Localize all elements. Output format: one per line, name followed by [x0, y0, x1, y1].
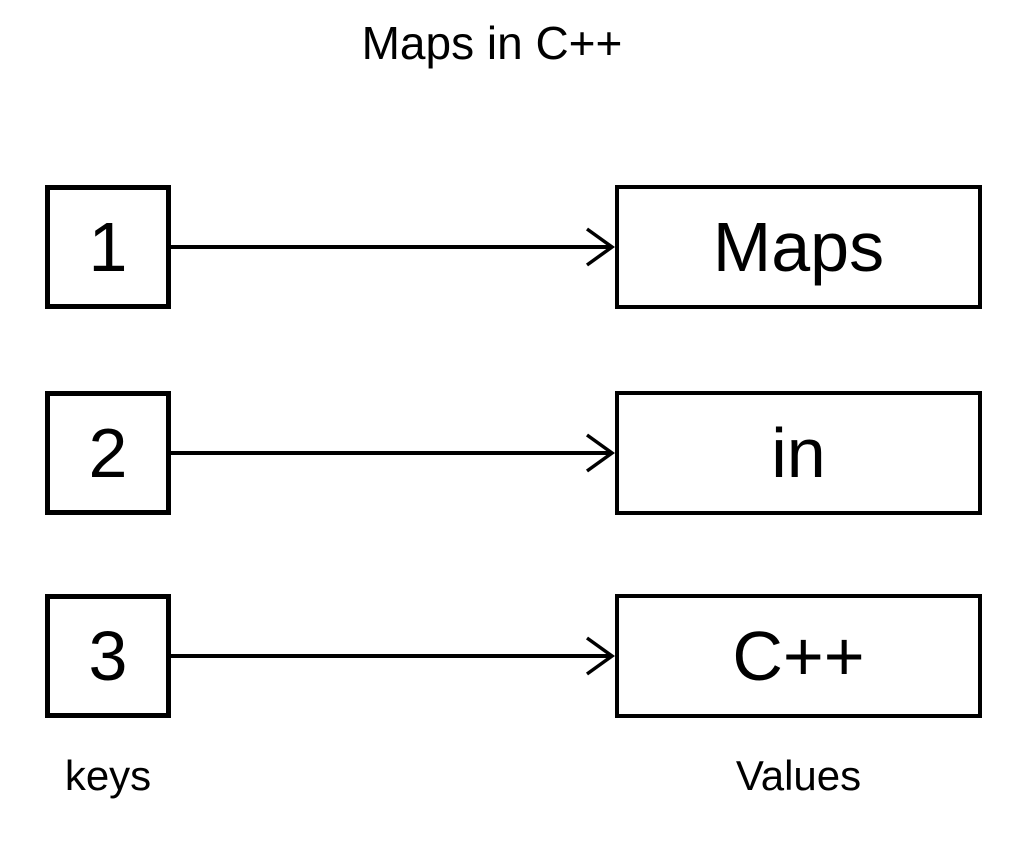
key-label: 3: [88, 617, 128, 695]
key-box: 2: [45, 391, 171, 515]
arrow-icon: [171, 636, 615, 676]
key-label: 2: [88, 414, 128, 492]
value-box: Maps: [615, 185, 982, 309]
arrow-icon: [171, 433, 615, 473]
value-box: in: [615, 391, 982, 515]
keys-column-label: keys: [64, 752, 152, 799]
key-label: 1: [88, 208, 128, 286]
mapping-row: 1 Maps: [0, 185, 1024, 309]
value-label: Maps: [712, 208, 885, 286]
mapping-row: 2 in: [0, 391, 1024, 515]
value-label: C++: [732, 617, 865, 695]
values-column-label: Values: [735, 752, 862, 799]
arrow-icon: [171, 227, 615, 267]
value-box: C++: [615, 594, 982, 718]
value-label: in: [771, 414, 826, 492]
key-box: 1: [45, 185, 171, 309]
mapping-row: 3 C++: [0, 594, 1024, 718]
key-box: 3: [45, 594, 171, 718]
diagram-title: Maps in C++: [361, 17, 623, 69]
